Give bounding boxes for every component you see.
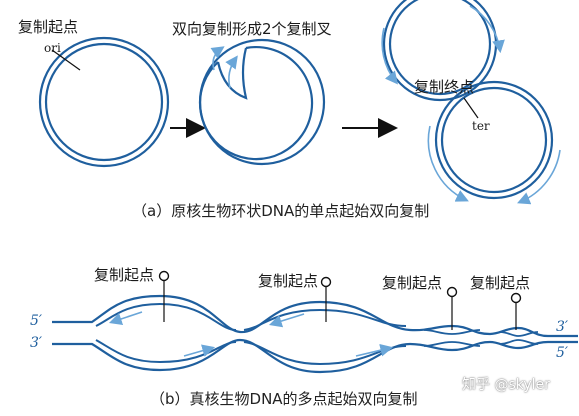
ori-pointer <box>51 49 81 71</box>
caption-b: （b）真核生物DNA的多点起始双向复制 <box>150 390 418 408</box>
watermark: 知乎 @skyler <box>462 377 550 393</box>
caption-a: （a）原核生物环状DNA的单点起始双向复制 <box>132 202 430 220</box>
circular-dna-2 <box>198 38 326 166</box>
left-bottom-end-label: 3′ <box>30 335 43 351</box>
circular-dna-1 <box>38 36 170 168</box>
origin-label-b-1: 复制起点 <box>94 266 155 284</box>
origin-label-a: 复制起点 <box>18 18 79 36</box>
linear-dna <box>52 294 578 374</box>
terminus-label: 复制终点 <box>414 78 475 96</box>
ter-label: ter <box>472 119 490 133</box>
ori-label: ori <box>44 41 61 55</box>
right-top-end-label: 3′ <box>556 319 569 335</box>
origin-marker-2 <box>320 276 332 322</box>
origin-marker-3 <box>446 286 458 330</box>
left-top-end-label: 5′ <box>30 313 43 329</box>
right-bottom-end-label: 5′ <box>556 345 569 361</box>
daughter-circle-bottom <box>427 80 561 205</box>
origin-label-b-4: 复制起点 <box>470 274 531 292</box>
origin-marker-4 <box>510 292 522 330</box>
origin-label-b-3: 复制起点 <box>382 274 443 292</box>
ter-pointer <box>463 97 479 119</box>
bidirectional-label: 双向复制形成2个复制叉 <box>172 20 332 38</box>
daughter-circle-top <box>381 0 505 102</box>
origin-marker-1 <box>158 270 170 322</box>
origin-label-b-2: 复制起点 <box>258 272 319 290</box>
